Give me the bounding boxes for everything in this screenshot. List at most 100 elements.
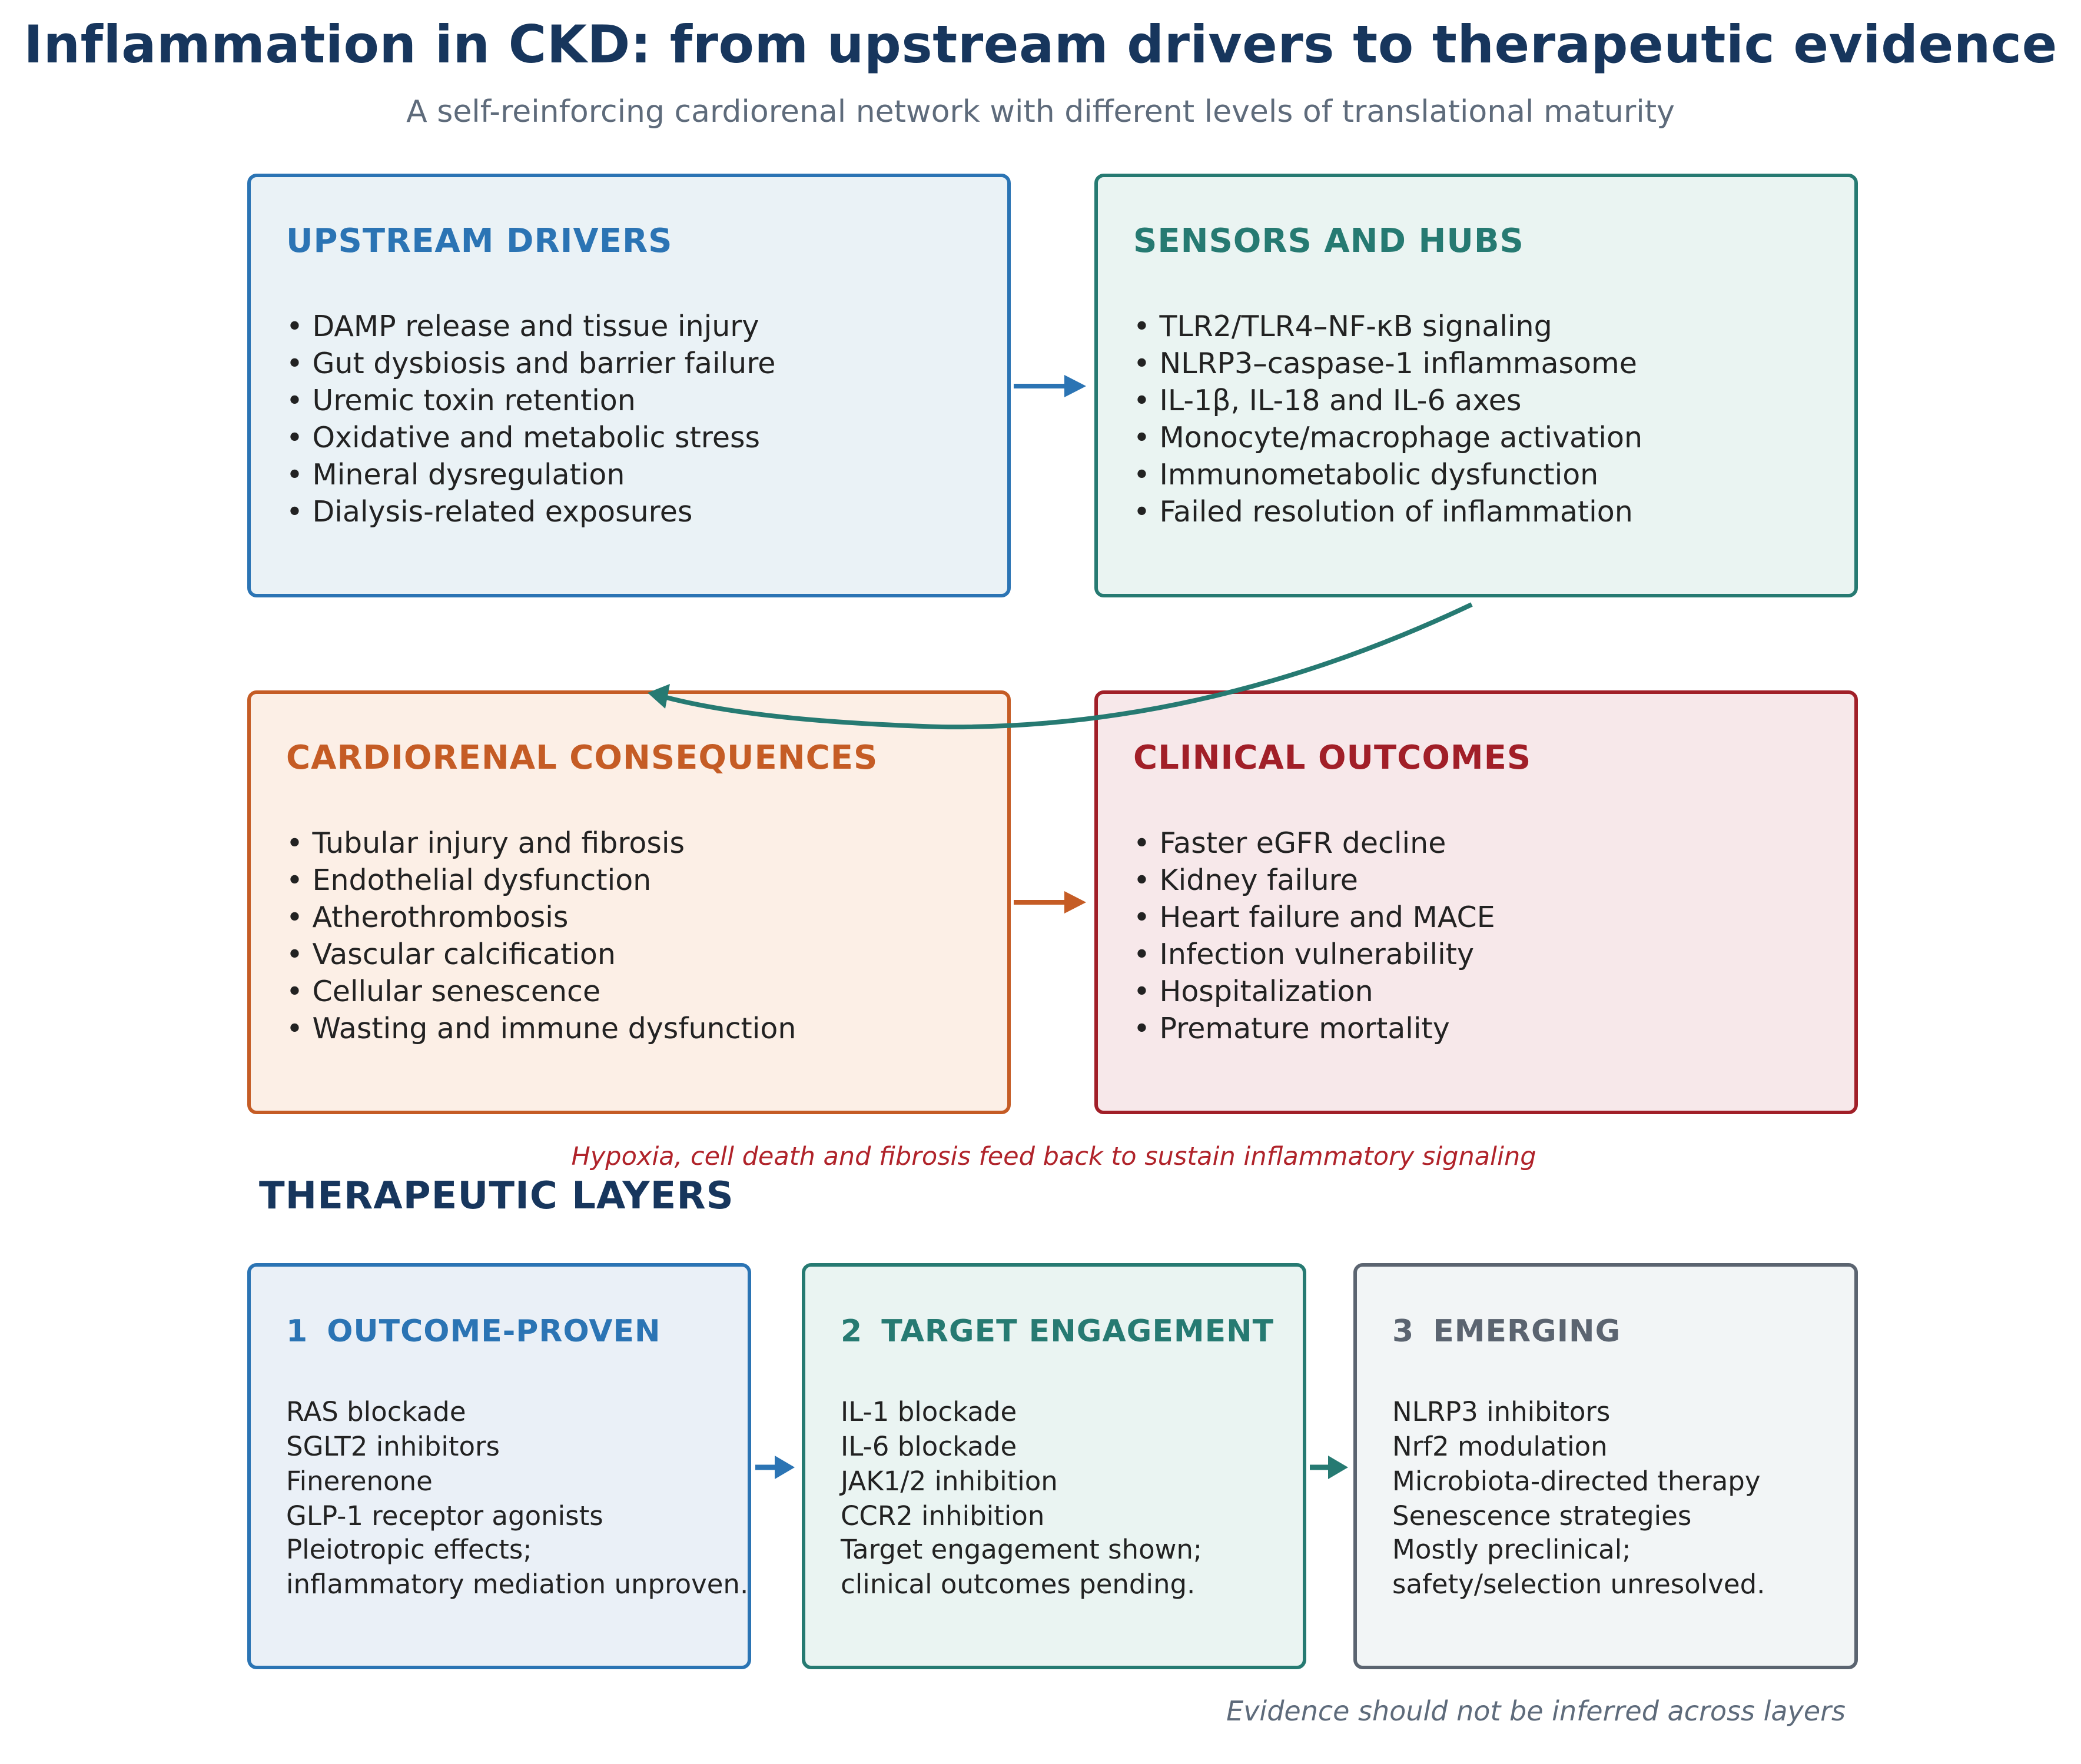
- list-item: • Gut dysbiosis and barrier failure: [286, 347, 776, 380]
- list-item-text: Wasting and immune dysfunction: [312, 1012, 796, 1045]
- note-line: inflammatory mediation unproven.: [286, 1569, 749, 1600]
- list-item: • NLRP3–caspase-1 inflammasome: [1133, 347, 1637, 380]
- list-item: • Hospitalization: [1133, 975, 1373, 1008]
- arrowhead-icon: [1064, 375, 1086, 397]
- list-item: CCR2 inhibition: [841, 1500, 1045, 1532]
- list-item-text: TLR2/TLR4–NF-κB signaling: [1159, 310, 1552, 343]
- list-item: Microbiota-directed therapy: [1392, 1466, 1761, 1497]
- list-item: Nrf2 modulation: [1392, 1431, 1608, 1462]
- note-line: Mostly preclinical;: [1392, 1534, 1631, 1565]
- therapeutic-layers-title: THERAPEUTIC LAYERS: [259, 1174, 734, 1218]
- list-item: • Premature mortality: [1133, 1012, 1450, 1045]
- list-item: IL-1 blockade: [841, 1396, 1017, 1427]
- clinical-outcomes-list: • Faster eGFR decline • Kidney failure •…: [1133, 825, 1495, 1047]
- list-item: • Vascular calcification: [286, 938, 616, 971]
- list-item: • IL-1β, IL-18 and IL-6 axes: [1133, 384, 1522, 417]
- layer-outcome-proven-items: RAS blockade SGLT2 inhibitors Finerenone…: [286, 1394, 603, 1533]
- list-item: • Faster eGFR decline: [1133, 826, 1446, 860]
- list-item-text: Cellular senescence: [312, 975, 601, 1008]
- list-item-text: Infection vulnerability: [1159, 938, 1474, 971]
- cardiorenal-consequences-title: CARDIORENAL CONSEQUENCES: [286, 739, 878, 777]
- list-item: • Atherothrombosis: [286, 901, 569, 934]
- feedback-note: Hypoxia, cell death and fibrosis feed ba…: [571, 1142, 1536, 1171]
- layer-number: 2: [841, 1314, 863, 1349]
- list-item: • Kidney failure: [1133, 863, 1358, 897]
- list-item-text: Immunometabolic dysfunction: [1159, 458, 1599, 491]
- list-item-text: Failed resolution of inflammation: [1159, 495, 1633, 529]
- list-item: IL-6 blockade: [841, 1431, 1017, 1462]
- list-item: • Infection vulnerability: [1133, 938, 1474, 971]
- page-subtitle: A self-reinforcing cardiorenal network w…: [406, 94, 1675, 129]
- list-item: • Oxidative and metabolic stress: [286, 421, 761, 454]
- cardiorenal-consequences-box: CARDIORENAL CONSEQUENCES • Tubular injur…: [247, 690, 1011, 1114]
- list-item-text: Kidney failure: [1159, 863, 1358, 897]
- evidence-footer-note: Evidence should not be inferred across l…: [1226, 1695, 1846, 1727]
- upstream-drivers-list: • DAMP release and tissue injury • Gut d…: [286, 308, 775, 530]
- list-item-text: NLRP3–caspase-1 inflammasome: [1159, 347, 1637, 380]
- list-item-text: Dialysis-related exposures: [312, 495, 693, 529]
- layer-target-engagement-items: IL-1 blockade IL-6 blockade JAK1/2 inhib…: [841, 1394, 1058, 1533]
- arrowhead-icon: [775, 1456, 795, 1479]
- list-item: Senescence strategies: [1392, 1500, 1692, 1532]
- arrowhead-icon: [1064, 891, 1086, 913]
- sensors-hubs-title: SENSORS AND HUBS: [1133, 222, 1524, 260]
- list-item-text: Endothelial dysfunction: [312, 863, 652, 897]
- list-item: • Mineral dysregulation: [286, 458, 625, 491]
- list-item-text: Gut dysbiosis and barrier failure: [312, 347, 776, 380]
- list-item-text: Monocyte/macrophage activation: [1159, 421, 1643, 454]
- clinical-outcomes-title: CLINICAL OUTCOMES: [1133, 739, 1532, 777]
- list-item: RAS blockade: [286, 1396, 466, 1427]
- upstream-drivers-box: UPSTREAM DRIVERS • DAMP release and tiss…: [247, 174, 1011, 597]
- list-item: NLRP3 inhibitors: [1392, 1396, 1611, 1427]
- layer-number: 3: [1392, 1314, 1415, 1349]
- list-item: • Dialysis-related exposures: [286, 495, 693, 529]
- list-item-text: Oxidative and metabolic stress: [312, 421, 761, 454]
- list-item-text: Uremic toxin retention: [312, 384, 636, 417]
- list-item-text: Tubular injury and fibrosis: [312, 826, 685, 860]
- note-line: clinical outcomes pending.: [841, 1569, 1196, 1600]
- sensors-hubs-box: SENSORS AND HUBS • TLR2/TLR4–NF-κB signa…: [1094, 174, 1858, 597]
- clinical-outcomes-box: CLINICAL OUTCOMES • Faster eGFR decline …: [1094, 690, 1858, 1114]
- upstream-drivers-title: UPSTREAM DRIVERS: [286, 222, 673, 260]
- layer-title-text: OUTCOME-PROVEN: [327, 1314, 661, 1349]
- list-item-text: Atherothrombosis: [312, 901, 569, 934]
- list-item: • Heart failure and MACE: [1133, 901, 1495, 934]
- list-item: • TLR2/TLR4–NF-κB signaling: [1133, 310, 1552, 343]
- list-item: • Monocyte/macrophage activation: [1133, 421, 1643, 454]
- list-item: • Uremic toxin retention: [286, 384, 636, 417]
- list-item-text: DAMP release and tissue injury: [312, 310, 759, 343]
- list-item-text: Hospitalization: [1159, 975, 1373, 1008]
- note-line: Target engagement shown;: [841, 1534, 1203, 1565]
- page-title: Inflammation in CKD: from upstream drive…: [24, 14, 2057, 75]
- sensors-hubs-list: • TLR2/TLR4–NF-κB signaling • NLRP3–casp…: [1133, 308, 1642, 530]
- layer-emerging-note: Mostly preclinical; safety/selection unr…: [1392, 1532, 1765, 1602]
- layer-outcome-proven-note: Pleiotropic effects; inflammatory mediat…: [286, 1532, 748, 1602]
- layer-outcome-proven-title: 1 OUTCOME-PROVEN: [286, 1314, 661, 1349]
- list-item: • Wasting and immune dysfunction: [286, 1012, 796, 1045]
- list-item: • Tubular injury and fibrosis: [286, 826, 685, 860]
- list-item-text: Vascular calcification: [312, 938, 616, 971]
- list-item-text: Mineral dysregulation: [312, 458, 625, 491]
- list-item-text: IL-1β, IL-18 and IL-6 axes: [1159, 384, 1522, 417]
- list-item-text: Heart failure and MACE: [1159, 901, 1495, 934]
- list-item: JAK1/2 inhibition: [841, 1466, 1058, 1497]
- list-item: SGLT2 inhibitors: [286, 1431, 500, 1462]
- note-line: safety/selection unresolved.: [1392, 1569, 1765, 1600]
- list-item-text: Faster eGFR decline: [1159, 826, 1446, 860]
- layer-number: 1: [286, 1314, 308, 1349]
- list-item: • DAMP release and tissue injury: [286, 310, 759, 343]
- layer-outcome-proven-box: 1 OUTCOME-PROVEN RAS blockade SGLT2 inhib…: [247, 1263, 751, 1669]
- list-item: • Endothelial dysfunction: [286, 863, 652, 897]
- list-item: • Cellular senescence: [286, 975, 601, 1008]
- layer-emerging-items: NLRP3 inhibitors Nrf2 modulation Microbi…: [1392, 1394, 1761, 1533]
- list-item-text: Premature mortality: [1159, 1012, 1450, 1045]
- list-item: • Immunometabolic dysfunction: [1133, 458, 1599, 491]
- note-line: Pleiotropic effects;: [286, 1534, 532, 1565]
- layer-target-engagement-note: Target engagement shown; clinical outcom…: [841, 1532, 1202, 1602]
- list-item: Finerenone: [286, 1466, 433, 1497]
